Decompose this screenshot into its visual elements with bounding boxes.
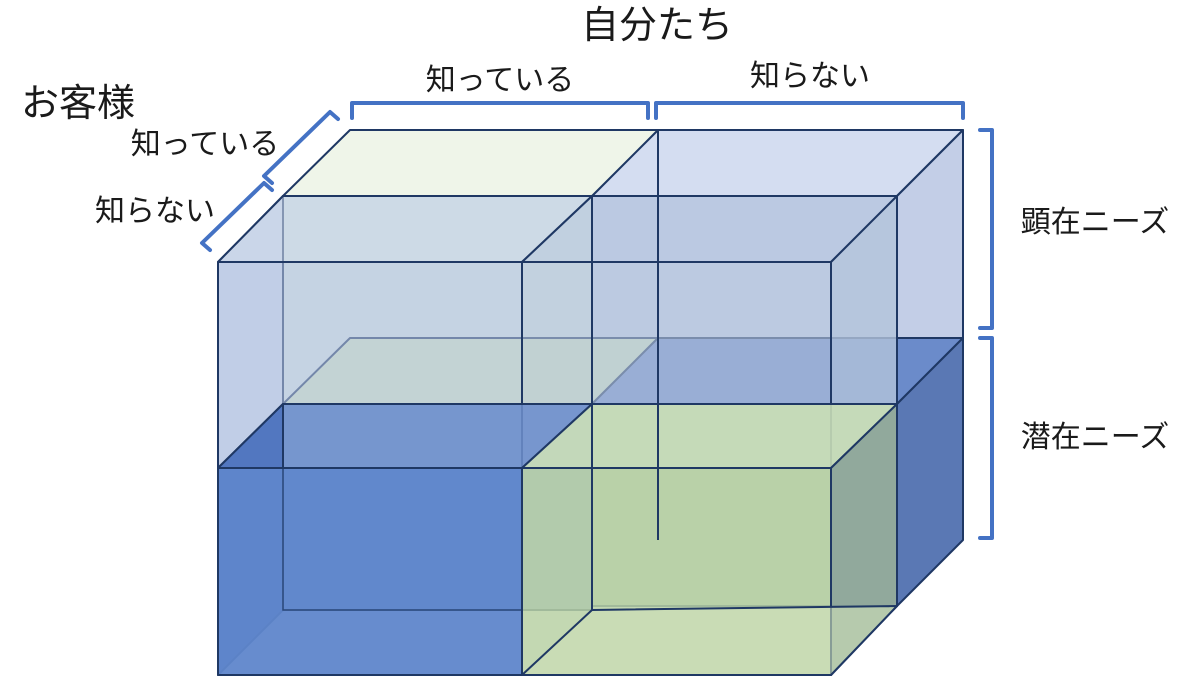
brackets xyxy=(200,101,994,540)
front-lower-right-floor xyxy=(521,605,898,676)
bracket-top-known xyxy=(350,101,650,120)
bracket-right-lower xyxy=(978,336,994,540)
cube-structure xyxy=(217,129,964,676)
front-lower-left-front-face xyxy=(217,467,523,676)
bracket-left-known xyxy=(262,110,340,185)
bracket-right-upper xyxy=(978,128,994,330)
left-known-label: 知っている xyxy=(131,127,280,162)
left-unknown-label: 知らない xyxy=(95,194,215,229)
bracket-left-unknown xyxy=(200,181,274,252)
back-upper-left-top-face xyxy=(282,129,659,197)
right-lower-label: 潜在ニーズ xyxy=(1021,420,1170,455)
top-title: 自分たち xyxy=(581,3,733,47)
right-upper-label: 顕在ニーズ xyxy=(1021,205,1170,240)
left-title: お客様 xyxy=(21,81,135,125)
top-unknown-label: 知らない xyxy=(750,59,870,94)
top-known-label: 知っている xyxy=(426,63,575,98)
bracket-top-unknown xyxy=(654,101,965,120)
labels: 自分たち お客様 知っている 知らない 知っている 知らない 顕在ニーズ 潜在ニ… xyxy=(21,3,1169,455)
